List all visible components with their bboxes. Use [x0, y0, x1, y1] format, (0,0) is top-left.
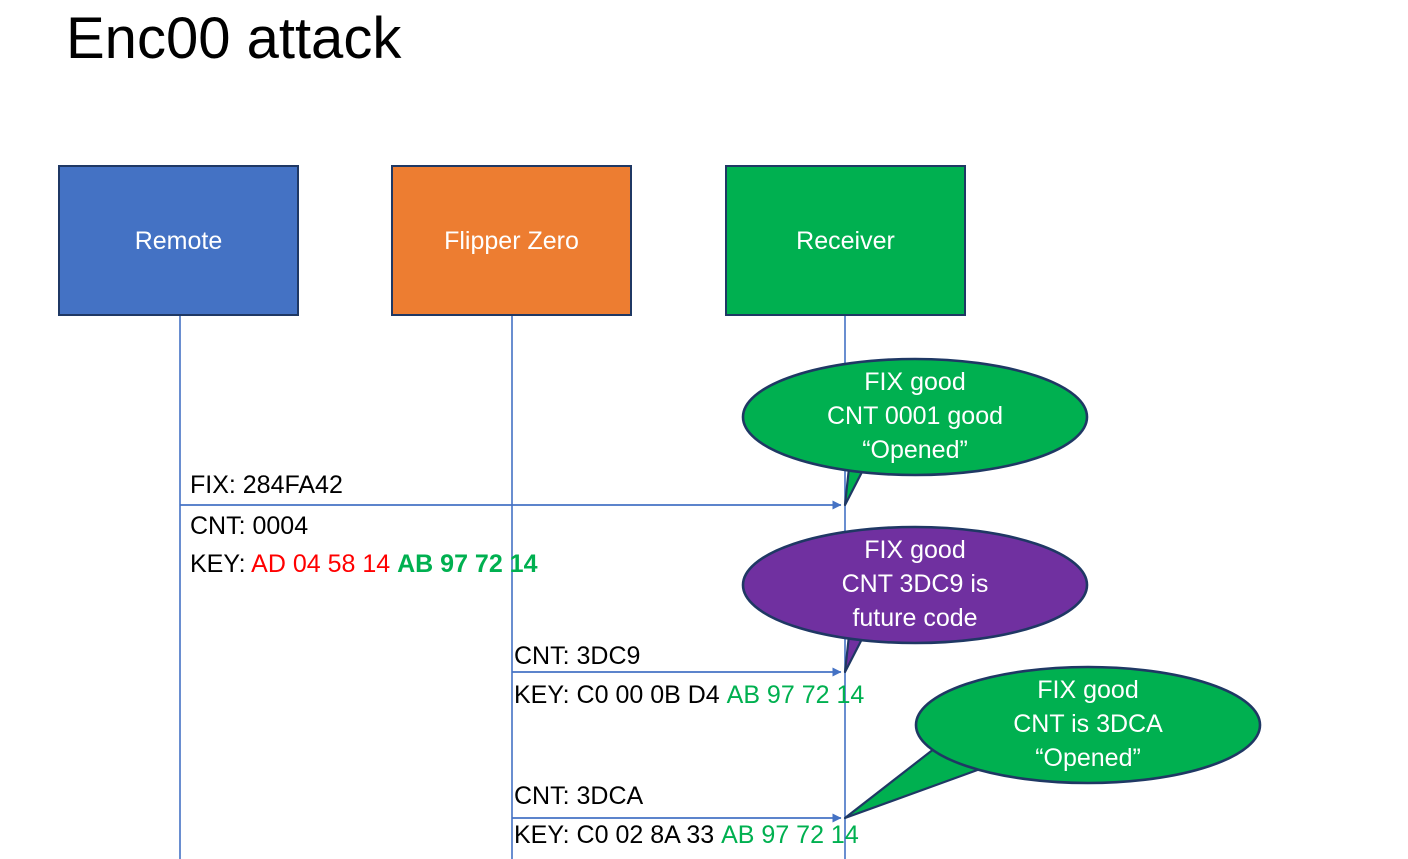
callout-bubble-2: [741, 525, 1089, 674]
message-1-key-rolling: AD 04 58 14: [251, 550, 391, 578]
message-1-key-label: KEY: AD 04 58 14 AB 97 72 14: [190, 549, 538, 580]
message-3-key-label: KEY: C0 02 8A 33 AB 97 72 14: [514, 820, 859, 851]
callout-1-line-2: CNT 0001 good: [826, 402, 1004, 430]
message-3-cnt-label: CNT: 3DCA: [514, 781, 643, 812]
actor-label-flipper-zero: Flipper Zero: [444, 226, 579, 255]
message-1-key-prefix: KEY:: [190, 550, 252, 578]
message-2-key-prefix: KEY:: [514, 681, 577, 709]
message-1-key-serial: AB 97 72 14: [397, 550, 538, 578]
callout-1-line-3: “Opened”: [862, 436, 968, 464]
callout-3-line-3: “Opened”: [1035, 744, 1141, 772]
message-2-cnt-text: CNT: 3DC9: [514, 642, 641, 670]
callout-1-line-1: FIX good: [864, 368, 966, 396]
page-title: Enc00 attack: [66, 6, 402, 71]
actor-label-receiver: Receiver: [796, 226, 895, 255]
callout-1-text: FIX good CNT 0001 good “Opened”: [743, 365, 1087, 467]
message-3-cnt-text: CNT: 3DCA: [514, 782, 644, 810]
callout-3-line-1: FIX good: [1037, 676, 1139, 704]
callout-2-line-3: future code: [852, 604, 978, 632]
message-2-key-label: KEY: C0 00 0B D4 AB 97 72 14: [514, 680, 864, 711]
message-2-cnt-label: CNT: 3DC9: [514, 641, 640, 672]
callout-bubble-1: [741, 357, 1089, 507]
actor-box-receiver[interactable]: Receiver: [725, 165, 966, 316]
message-1-cnt-label: CNT: 0004: [190, 511, 308, 542]
callout-3-text: FIX good CNT is 3DCA “Opened”: [916, 673, 1260, 775]
actor-label-remote: Remote: [134, 226, 223, 255]
actor-box-flipper-zero[interactable]: Flipper Zero: [391, 165, 632, 316]
message-1-fix-label: FIX: 284FA42: [190, 470, 343, 501]
callout-bubble-3: [843, 665, 1262, 820]
message-3-key-rolling: C0 02 8A 33: [576, 821, 715, 849]
message-3-key-prefix: KEY:: [514, 821, 577, 849]
message-1-cnt-text: CNT: 0004: [190, 512, 309, 540]
callout-3-line-2: CNT is 3DCA: [1013, 710, 1163, 738]
message-2-key-rolling: C0 00 0B D4: [576, 681, 720, 709]
message-1-fix-text: FIX: 284FA42: [190, 471, 343, 499]
callout-2-text: FIX good CNT 3DC9 is future code: [743, 533, 1087, 635]
callout-2-line-2: CNT 3DC9 is: [841, 570, 989, 598]
callout-2-line-1: FIX good: [864, 536, 966, 564]
key-space-2: [720, 681, 727, 709]
message-3-key-serial: AB 97 72 14: [721, 821, 859, 849]
message-2-key-serial: AB 97 72 14: [726, 681, 865, 709]
actor-box-remote[interactable]: Remote: [58, 165, 299, 316]
